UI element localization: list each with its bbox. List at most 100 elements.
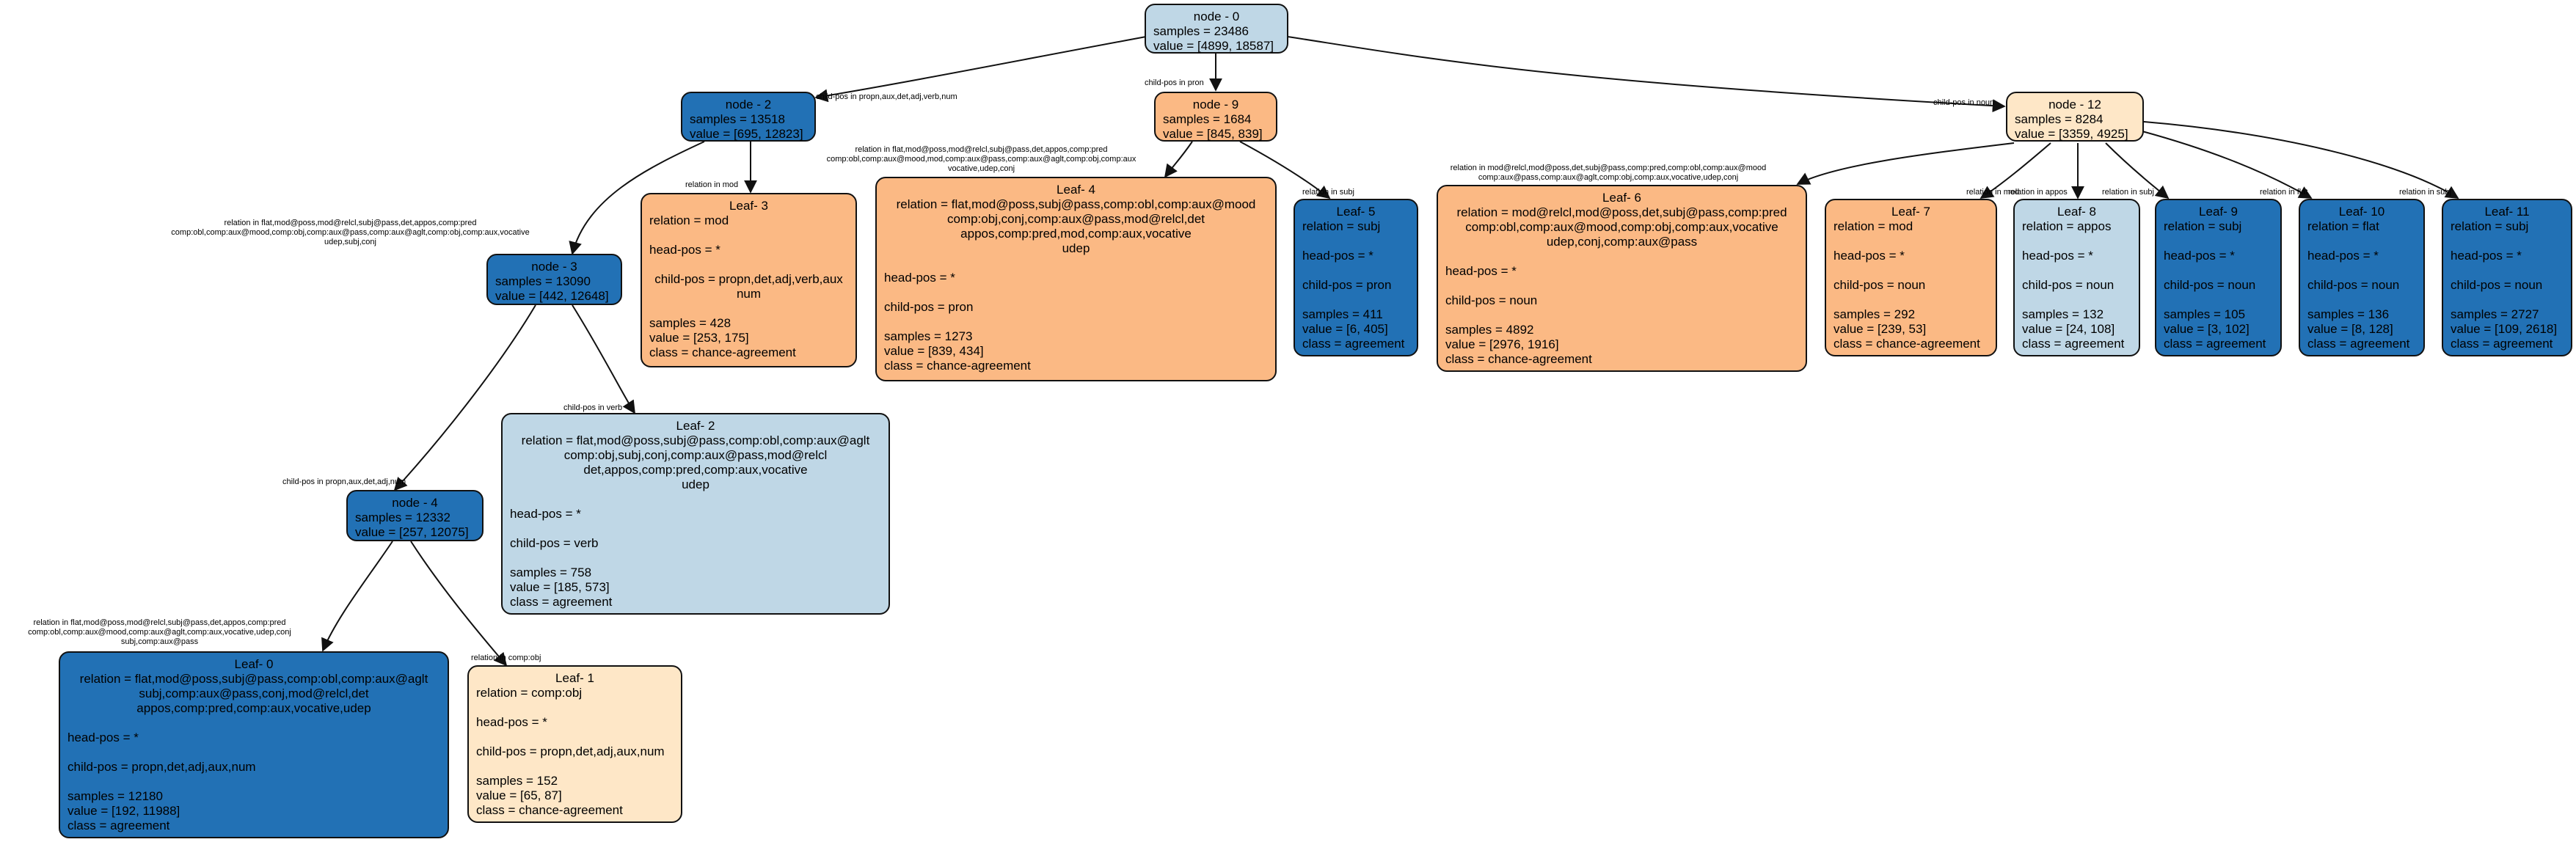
node-title: node - 4 (392, 496, 438, 510)
node-title: node - 3 (531, 260, 577, 274)
leaf-relation: relation = mod@relcl,mod@poss,det,subj@p… (1456, 205, 1787, 249)
leaf-title: Leaf- 6 (1602, 191, 1641, 205)
leaf-5: Leaf- 5 relation = subj head-pos = * chi… (1294, 199, 1418, 356)
leaf-samples: samples = 411 (1302, 307, 1383, 321)
node-title: node - 0 (1193, 10, 1240, 23)
edge-label-node12-leaf8: relation in appos (2008, 188, 2068, 197)
edge-label-node12-leaf10: relation in flat (2260, 188, 2308, 197)
edge-node4-leaf1 (410, 541, 508, 667)
node-9: node - 9 samples = 1684 value = [845, 83… (1154, 92, 1277, 142)
leaf-child-pos: child-pos = noun (2451, 278, 2543, 292)
leaf-class: class = chance-agreement (476, 803, 623, 817)
leaf-value: value = [8, 128] (2307, 322, 2393, 336)
leaf-9: Leaf- 9 relation = subj head-pos = * chi… (2155, 199, 2282, 356)
node-value: value = [257, 12075] (355, 525, 469, 539)
leaf-value: value = [185, 573] (510, 580, 610, 594)
leaf-class: class = agreement (67, 819, 170, 832)
leaf-title: Leaf- 2 (676, 419, 715, 433)
node-value: value = [695, 12823] (690, 127, 803, 141)
leaf-1: Leaf- 1 relation = comp:obj head-pos = *… (467, 665, 682, 823)
leaf-head-pos: head-pos = * (884, 271, 955, 285)
node-title: node - 12 (2048, 98, 2101, 111)
leaf-child-pos: child-pos = noun (2164, 278, 2256, 292)
leaf-class: class = agreement (2022, 337, 2125, 351)
leaf-relation: relation = subj (2451, 219, 2529, 233)
edge-label-node2-leaf3: relation in mod (685, 180, 739, 189)
leaf-child-pos: child-pos = noun (1445, 293, 1538, 307)
edge-node9-leaf4 (1164, 141, 1193, 178)
edge-label-node12-leaf6: relation in mod@relcl,mod@poss,det,subj@… (1450, 164, 1767, 182)
leaf-child-pos: child-pos = propn,det,adj,aux,num (67, 760, 256, 774)
leaf-child-pos: child-pos = noun (1834, 278, 1926, 292)
leaf-relation: relation = flat,mod@poss,subj@pass,comp:… (521, 433, 870, 491)
leaf-value: value = [65, 87] (476, 788, 562, 802)
edge-label-node0-node2: child-pos in propn,aux,det,adj,verb,num (816, 92, 957, 101)
leaf-title: Leaf- 7 (1891, 205, 1930, 219)
node-samples: samples = 8284 (2015, 112, 2104, 126)
edge-label-node12-leaf11: relation in subj (2399, 188, 2451, 197)
leaf-class: class = agreement (1302, 337, 1405, 351)
node-samples: samples = 13518 (690, 112, 785, 126)
edge-node0-node12 (1287, 36, 2006, 113)
leaf-6: Leaf- 6 relation = mod@relcl,mod@poss,de… (1437, 185, 1807, 372)
edge-node4-leaf0 (321, 541, 393, 652)
leaf-value: value = [239, 53] (1834, 322, 1927, 336)
node-samples: samples = 23486 (1153, 24, 1249, 38)
leaf-head-pos: head-pos = * (2022, 249, 2093, 263)
edge-label-node9-leaf4: relation in flat,mod@poss,mod@relcl,subj… (826, 145, 1136, 173)
node-samples: samples = 12332 (355, 510, 450, 524)
node-2: node - 2 samples = 13518 value = [695, 1… (681, 92, 816, 142)
leaf-child-pos: child-pos = noun (2307, 278, 2400, 292)
leaf-title: Leaf- 5 (1336, 205, 1376, 219)
leaf-relation: relation = appos (2022, 219, 2112, 233)
node-0: node - 0 samples = 23486 value = [4899, … (1145, 4, 1288, 54)
leaf-samples: samples = 12180 (67, 789, 163, 803)
leaf-relation: relation = flat,mod@poss,subj@pass,comp:… (79, 672, 428, 715)
edge-node3-node4 (393, 304, 536, 491)
node-value: value = [4899, 18587] (1153, 39, 1274, 53)
leaf-samples: samples = 292 (1834, 307, 1916, 321)
leaf-class: class = chance-agreement (1834, 337, 1980, 351)
node-value: value = [3359, 4925] (2015, 127, 2128, 141)
leaf-10: Leaf- 10 relation = flat head-pos = * ch… (2299, 199, 2425, 356)
edge-node2-node3 (569, 141, 705, 255)
node-4: node - 4 samples = 12332 value = [257, 1… (346, 490, 484, 541)
leaf-head-pos: head-pos = * (67, 731, 139, 744)
leaf-relation: relation = flat,mod@poss,subj@pass,comp:… (896, 197, 1256, 255)
leaf-samples: samples = 4892 (1445, 323, 1534, 337)
edge-label-node0-node9: child-pos in pron (1145, 78, 1204, 87)
leaf-class: class = agreement (2307, 337, 2410, 351)
leaf-head-pos: head-pos = * (510, 507, 581, 521)
leaf-relation: relation = flat (2307, 219, 2379, 233)
edge-node0-node2 (814, 36, 1147, 103)
edge-label-node2-node3: relation in flat,mod@poss,mod@relcl,subj… (171, 219, 530, 246)
edge-node12-leaf6 (1796, 142, 2015, 185)
leaf-0: Leaf- 0 relation = flat,mod@poss,subj@pa… (59, 651, 449, 838)
node-samples: samples = 1684 (1163, 112, 1252, 126)
leaf-child-pos: child-pos = pron (884, 300, 974, 314)
node-3: node - 3 samples = 13090 value = [442, 1… (486, 254, 622, 305)
leaf-2: Leaf- 2 relation = flat,mod@poss,subj@pa… (501, 413, 890, 615)
leaf-class: class = chance-agreement (649, 345, 796, 359)
leaf-samples: samples = 2727 (2451, 307, 2539, 321)
leaf-class: class = agreement (2164, 337, 2266, 351)
leaf-samples: samples = 1273 (884, 329, 973, 343)
leaf-head-pos: head-pos = * (1445, 264, 1517, 278)
leaf-child-pos: child-pos = propn,det,adj,aux,num (476, 744, 665, 758)
leaf-value: value = [24, 108] (2022, 322, 2115, 336)
leaf-value: value = [3, 102] (2164, 322, 2250, 336)
edge-label-node9-leaf5: relation in subj (1302, 188, 1354, 197)
leaf-4: Leaf- 4 relation = flat,mod@poss,subj@pa… (875, 177, 1277, 381)
node-title: node - 2 (725, 98, 772, 111)
leaf-head-pos: head-pos = * (649, 243, 720, 257)
leaf-value: value = [839, 434] (884, 344, 984, 358)
leaf-samples: samples = 428 (649, 316, 731, 330)
leaf-head-pos: head-pos = * (2451, 249, 2522, 263)
leaf-samples: samples = 152 (476, 774, 558, 788)
leaf-head-pos: head-pos = * (2307, 249, 2379, 263)
leaf-title: Leaf- 4 (1057, 183, 1095, 197)
leaf-child-pos: child-pos = propn,det,adj,verb,aux num (654, 272, 843, 301)
edge-label-node4-leaf0: relation in flat,mod@poss,mod@relcl,subj… (28, 618, 291, 646)
leaf-relation: relation = comp:obj (476, 686, 583, 700)
